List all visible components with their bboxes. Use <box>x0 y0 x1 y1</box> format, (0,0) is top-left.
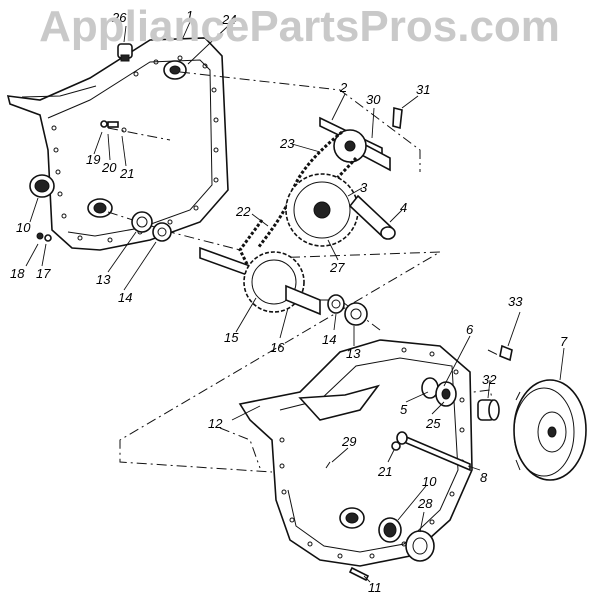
callout-14-right: 14 <box>322 332 336 347</box>
part-15-shaft-lower <box>199 246 321 316</box>
part-14-13-bearings-right <box>327 294 368 326</box>
part-18-17-nut <box>36 232 52 242</box>
part-4-spacer <box>348 194 396 240</box>
callout-22: 22 <box>235 204 251 219</box>
callout-10-right: 10 <box>422 474 437 489</box>
part-10-seal-lower <box>378 517 402 543</box>
part-10-seal-left <box>29 174 55 198</box>
callout-32: 32 <box>482 372 497 387</box>
callout-21-lower: 21 <box>377 464 392 479</box>
callout-16: 16 <box>270 340 285 355</box>
callout-33: 33 <box>508 294 523 309</box>
callout-31: 31 <box>416 82 430 97</box>
callout-13-right: 13 <box>346 346 361 361</box>
callout-27: 27 <box>329 260 345 275</box>
callout-2: 2 <box>339 80 348 95</box>
callout-30: 30 <box>366 92 381 107</box>
right-housing <box>238 339 473 567</box>
callout-29: 29 <box>341 434 356 449</box>
callout-12: 12 <box>208 416 223 431</box>
callout-15: 15 <box>224 330 239 345</box>
callout-13-left: 13 <box>96 272 111 287</box>
part-3-sprocket-large <box>285 173 359 247</box>
drive-chain <box>238 130 358 271</box>
part-33-screw <box>499 344 513 362</box>
callout-26: 26 <box>111 10 127 25</box>
callout-7: 7 <box>560 334 568 349</box>
part-32-spacer <box>477 399 500 421</box>
callout-labels: 1 2 3 4 5 6 7 8 10 10 11 12 13 13 14 14 … <box>10 8 568 595</box>
part-13-14-bearings-left <box>131 211 172 242</box>
callout-25: 25 <box>425 416 441 431</box>
part-19-20-21-bolt <box>100 120 127 133</box>
part-26-plug <box>117 43 133 62</box>
callout-21-upper: 21 <box>119 166 134 181</box>
callout-19: 19 <box>86 152 100 167</box>
callout-3: 3 <box>360 180 368 195</box>
left-housing <box>6 37 229 251</box>
callout-14-left: 14 <box>118 290 132 305</box>
part-2-shaft-upper <box>319 106 403 172</box>
callout-4: 4 <box>400 200 407 215</box>
leader-lines <box>25 21 565 583</box>
callout-17: 17 <box>36 266 51 281</box>
part-8-bolt <box>396 431 471 472</box>
part-28-nut <box>405 530 435 562</box>
part-21-washer <box>391 441 401 451</box>
callout-18: 18 <box>10 266 25 281</box>
callout-11: 11 <box>368 580 382 595</box>
callout-24: 24 <box>221 12 236 27</box>
callout-28: 28 <box>417 496 433 511</box>
callout-23: 23 <box>279 136 295 151</box>
callout-5: 5 <box>400 402 408 417</box>
callout-8: 8 <box>480 470 488 485</box>
part-11-screw <box>348 566 370 582</box>
part-7-pulley <box>513 379 587 481</box>
callout-1: 1 <box>186 8 193 23</box>
callout-6: 6 <box>466 322 474 337</box>
part-29-pin <box>325 461 331 469</box>
callout-10-left: 10 <box>16 220 31 235</box>
callout-20: 20 <box>101 160 117 175</box>
